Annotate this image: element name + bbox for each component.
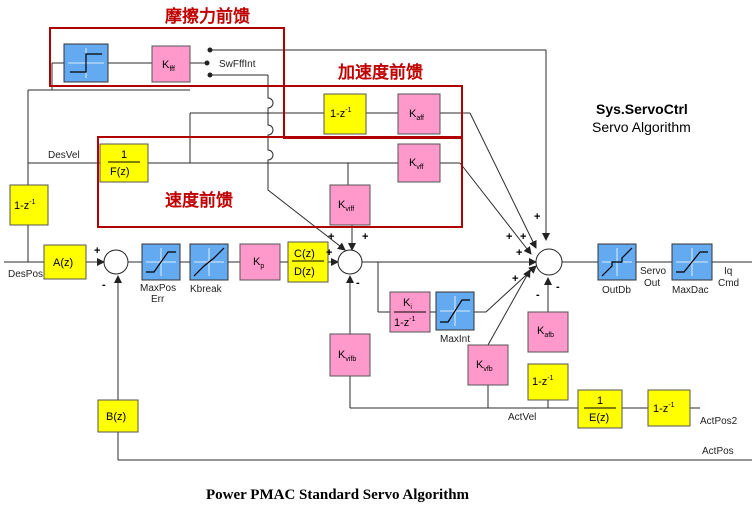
svg-text:Kviff: Kviff [338, 199, 354, 213]
svg-text:1-z-1: 1-z-1 [653, 402, 675, 415]
maxint-label: MaxInt [440, 334, 470, 345]
block-kvff: Kvff [397, 143, 441, 183]
svg-text:F(z): F(z) [110, 166, 130, 178]
position-error-summer [103, 249, 129, 275]
maxdac-label: MaxDac [672, 285, 709, 296]
svg-text:-: - [536, 289, 540, 301]
swffint-label: SwFffInt [219, 59, 256, 70]
svg-text:Ki: Ki [403, 297, 412, 311]
actvel-label: ActVel [508, 412, 536, 423]
servo-out-label-1: Servo [640, 266, 667, 277]
block-1-over-e-z: 1 E(z) [577, 389, 623, 429]
svg-text:Kp: Kp [253, 256, 264, 270]
vel-ff-box [97, 136, 463, 228]
block-a-z: A(z) [43, 244, 87, 280]
block-kfff: Kfff [151, 45, 191, 83]
velocity-summer [337, 249, 363, 275]
svg-text:+: + [512, 273, 518, 285]
err-label: Err [151, 294, 165, 305]
block-maxdac [671, 243, 713, 281]
svg-text:E(z): E(z) [589, 412, 609, 424]
iq-cmd-label-2: Cmd [718, 278, 739, 289]
block-ki: Ki 1-z-1 [389, 291, 431, 333]
svg-text:-: - [102, 279, 106, 291]
block-kvifb: Kvifb [329, 333, 371, 377]
svg-text:+: + [520, 231, 526, 243]
desvel-label: DesVel [48, 150, 80, 161]
svg-text:-: - [556, 281, 560, 293]
actpos2-label: ActPos2 [700, 416, 738, 427]
block-kbreak [189, 243, 229, 281]
block-kp: Kp [239, 243, 281, 281]
summer-signs: + - + + + - + + + + + - - [94, 211, 560, 301]
svg-text:1-z-1: 1-z-1 [14, 199, 36, 212]
svg-text:Kfff: Kfff [162, 59, 175, 73]
svg-text:+: + [94, 245, 100, 257]
svg-text:+: + [516, 247, 522, 259]
diagram-subtitle: Servo Algorithm [592, 119, 691, 135]
block-friction-sign [63, 43, 109, 83]
figure-caption: Power PMAC Standard Servo Algorithm [206, 487, 470, 503]
signal-wires [4, 49, 752, 461]
svg-text:1-z-1: 1-z-1 [532, 375, 554, 388]
svg-text:Kafb: Kafb [537, 325, 554, 339]
svg-text:Kvifb: Kvifb [338, 349, 356, 363]
block-1-z-inverse-afb: 1-z-1 [527, 363, 569, 401]
svg-text:A(z): A(z) [53, 257, 73, 269]
svg-text:Kvfb: Kvfb [476, 359, 493, 373]
block-1-z-inverse-accel: 1-z-1 [323, 93, 367, 135]
outdb-label: OutDb [602, 285, 631, 296]
svg-text:1-z-1: 1-z-1 [330, 107, 352, 120]
svg-text:C(z): C(z) [294, 248, 315, 260]
svg-text:+: + [534, 211, 540, 223]
svg-text:1-z-1: 1-z-1 [394, 316, 416, 329]
maxpos-label: MaxPos [140, 283, 176, 294]
diagram-title: Sys.ServoCtrl [596, 101, 688, 117]
svg-text:+: + [362, 231, 368, 243]
output-summer [535, 248, 563, 276]
svg-text:+: + [506, 231, 512, 243]
block-1-over-f-z: 1 F(z) [99, 143, 149, 183]
despos-label: DesPos [8, 269, 43, 280]
block-outdb [597, 243, 637, 281]
svg-text:+: + [326, 247, 332, 259]
svg-text:Kvff: Kvff [409, 157, 424, 171]
block-1-z-inverse-desvel: 1-z-1 [9, 184, 49, 226]
block-c-over-d: C(z) D(z) [287, 241, 329, 283]
block-kviff: Kviff [329, 184, 371, 226]
svg-text:Kaff: Kaff [409, 108, 424, 122]
block-1-z-inverse-actpos2: 1-z-1 [647, 389, 691, 427]
block-maxposerr [141, 243, 181, 281]
block-kafb: Kafb [527, 311, 569, 353]
friction-ff-box [49, 27, 285, 87]
friction-ff-label: 摩擦力前馈 [165, 6, 250, 27]
vel-ff-label: 速度前馈 [165, 190, 233, 211]
servo-out-label-2: Out [644, 278, 660, 289]
svg-text:B(z): B(z) [106, 411, 126, 423]
block-b-z: B(z) [97, 399, 139, 433]
svg-text:+: + [328, 231, 334, 243]
switch-contacts [204, 47, 213, 78]
svg-text:-: - [356, 277, 360, 289]
block-kvfb: Kvfb [467, 344, 509, 386]
actpos-label: ActPos [702, 446, 734, 457]
svg-text:1: 1 [597, 395, 603, 407]
svg-text:1: 1 [121, 149, 127, 161]
accel-ff-label: 加速度前馈 [337, 62, 423, 83]
svg-text:D(z): D(z) [294, 266, 315, 278]
block-kaff: Kaff [397, 93, 441, 135]
iq-cmd-label-1: Iq [724, 266, 732, 277]
kbreak-label: Kbreak [190, 284, 223, 295]
block-maxint [435, 291, 475, 331]
